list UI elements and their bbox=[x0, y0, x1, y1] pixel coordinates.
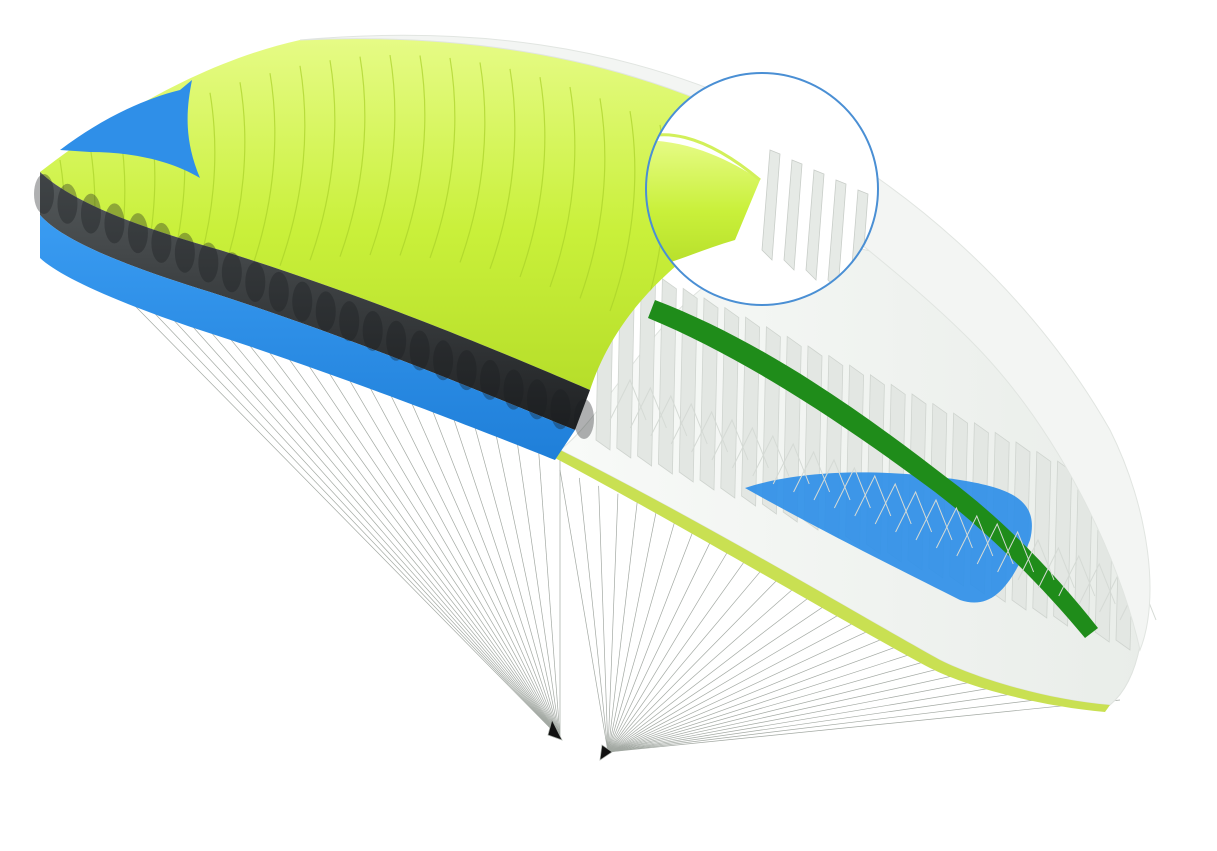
cell-seam bbox=[459, 62, 486, 263]
cell-seam bbox=[339, 56, 366, 257]
suspension-line bbox=[607, 580, 831, 753]
suspension-line bbox=[536, 430, 561, 739]
suspension-line bbox=[607, 596, 870, 753]
cell-opening bbox=[174, 232, 195, 273]
suspension-line bbox=[194, 295, 561, 739]
cell-opening bbox=[480, 359, 501, 400]
suspension-line bbox=[376, 367, 561, 739]
suspension-line bbox=[285, 331, 561, 739]
riser-right bbox=[599, 744, 613, 761]
inner-green-band bbox=[648, 300, 1098, 638]
suspension-line bbox=[513, 421, 561, 739]
suspension-line bbox=[607, 493, 619, 753]
suspension-line bbox=[598, 485, 609, 753]
cell-seam bbox=[279, 65, 306, 267]
suspension-line bbox=[607, 509, 657, 753]
suspension-line bbox=[491, 412, 561, 739]
cell-seam bbox=[399, 55, 426, 256]
cell-opening bbox=[104, 203, 125, 244]
suspension-line bbox=[171, 285, 561, 739]
cell-opening bbox=[550, 389, 571, 430]
wing-interior bbox=[555, 245, 1157, 712]
suspension-line bbox=[468, 403, 561, 739]
wing-cells bbox=[609, 378, 1157, 621]
cell-opening bbox=[198, 242, 219, 283]
suspension-line bbox=[607, 525, 696, 753]
cell-opening bbox=[433, 340, 454, 381]
suspension-line bbox=[607, 572, 812, 753]
cell-seam bbox=[579, 98, 606, 299]
cell-opening bbox=[456, 350, 477, 391]
suspension-line bbox=[125, 267, 561, 739]
cell-opening bbox=[292, 281, 313, 322]
cell-opening bbox=[57, 183, 78, 224]
cell-seam bbox=[249, 73, 276, 274]
suspension-line bbox=[607, 541, 735, 753]
cell-opening bbox=[386, 320, 407, 361]
suspension-line bbox=[607, 564, 792, 753]
cell-seam bbox=[309, 60, 336, 261]
cell-seam bbox=[549, 86, 576, 288]
cell-opening bbox=[151, 222, 172, 263]
suspension-line bbox=[607, 517, 677, 753]
wing-leading-edge bbox=[34, 172, 594, 460]
suspension-line bbox=[607, 588, 850, 753]
suspension-line bbox=[308, 340, 561, 739]
cell-opening bbox=[34, 174, 54, 214]
leading-edge-cells bbox=[34, 174, 594, 439]
suspension-lines bbox=[79, 249, 1121, 761]
suspension-line bbox=[422, 385, 561, 739]
cell-opening bbox=[574, 399, 594, 439]
suspension-line bbox=[559, 469, 609, 753]
cell-seam bbox=[489, 68, 516, 270]
suspension-line bbox=[239, 313, 561, 739]
cell-opening bbox=[315, 291, 336, 332]
cell-opening bbox=[503, 369, 524, 410]
riser-left bbox=[547, 719, 563, 741]
suspension-line bbox=[607, 699, 1121, 753]
suspension-line bbox=[578, 477, 609, 753]
suspension-line bbox=[607, 636, 966, 753]
suspension-line bbox=[102, 258, 561, 739]
suspension-line bbox=[607, 533, 715, 753]
suspension-line bbox=[607, 604, 889, 753]
cell-seam bbox=[519, 76, 546, 278]
cell-opening bbox=[221, 252, 242, 293]
suspension-line bbox=[607, 501, 638, 753]
cell-opening bbox=[362, 310, 383, 351]
suspension-line bbox=[607, 612, 908, 753]
suspension-line bbox=[216, 304, 561, 739]
suspension-line bbox=[399, 376, 561, 739]
suspension-line bbox=[607, 691, 1101, 753]
suspension-line bbox=[331, 349, 561, 739]
suspension-line bbox=[79, 249, 561, 739]
top-blue-chevron bbox=[60, 80, 200, 178]
suspension-line bbox=[607, 683, 1082, 753]
suspension-line bbox=[607, 557, 773, 753]
cell-opening bbox=[339, 301, 360, 342]
suspension-line bbox=[445, 394, 561, 739]
magnifier-circle-icon bbox=[645, 72, 879, 306]
suspension-line bbox=[262, 322, 561, 739]
suspension-line bbox=[607, 628, 947, 753]
cell-opening bbox=[80, 193, 101, 234]
suspension-line bbox=[607, 620, 928, 753]
cell-seam bbox=[609, 111, 636, 312]
cell-opening bbox=[127, 213, 148, 254]
cell-opening bbox=[245, 262, 266, 303]
suspension-line bbox=[148, 276, 561, 739]
cell-seam bbox=[429, 57, 456, 259]
cell-opening bbox=[409, 330, 430, 371]
cell-seam bbox=[369, 54, 396, 256]
cell-opening bbox=[527, 379, 548, 420]
suspension-line bbox=[607, 549, 754, 753]
suspension-line bbox=[353, 358, 561, 739]
cell-opening bbox=[268, 271, 289, 312]
